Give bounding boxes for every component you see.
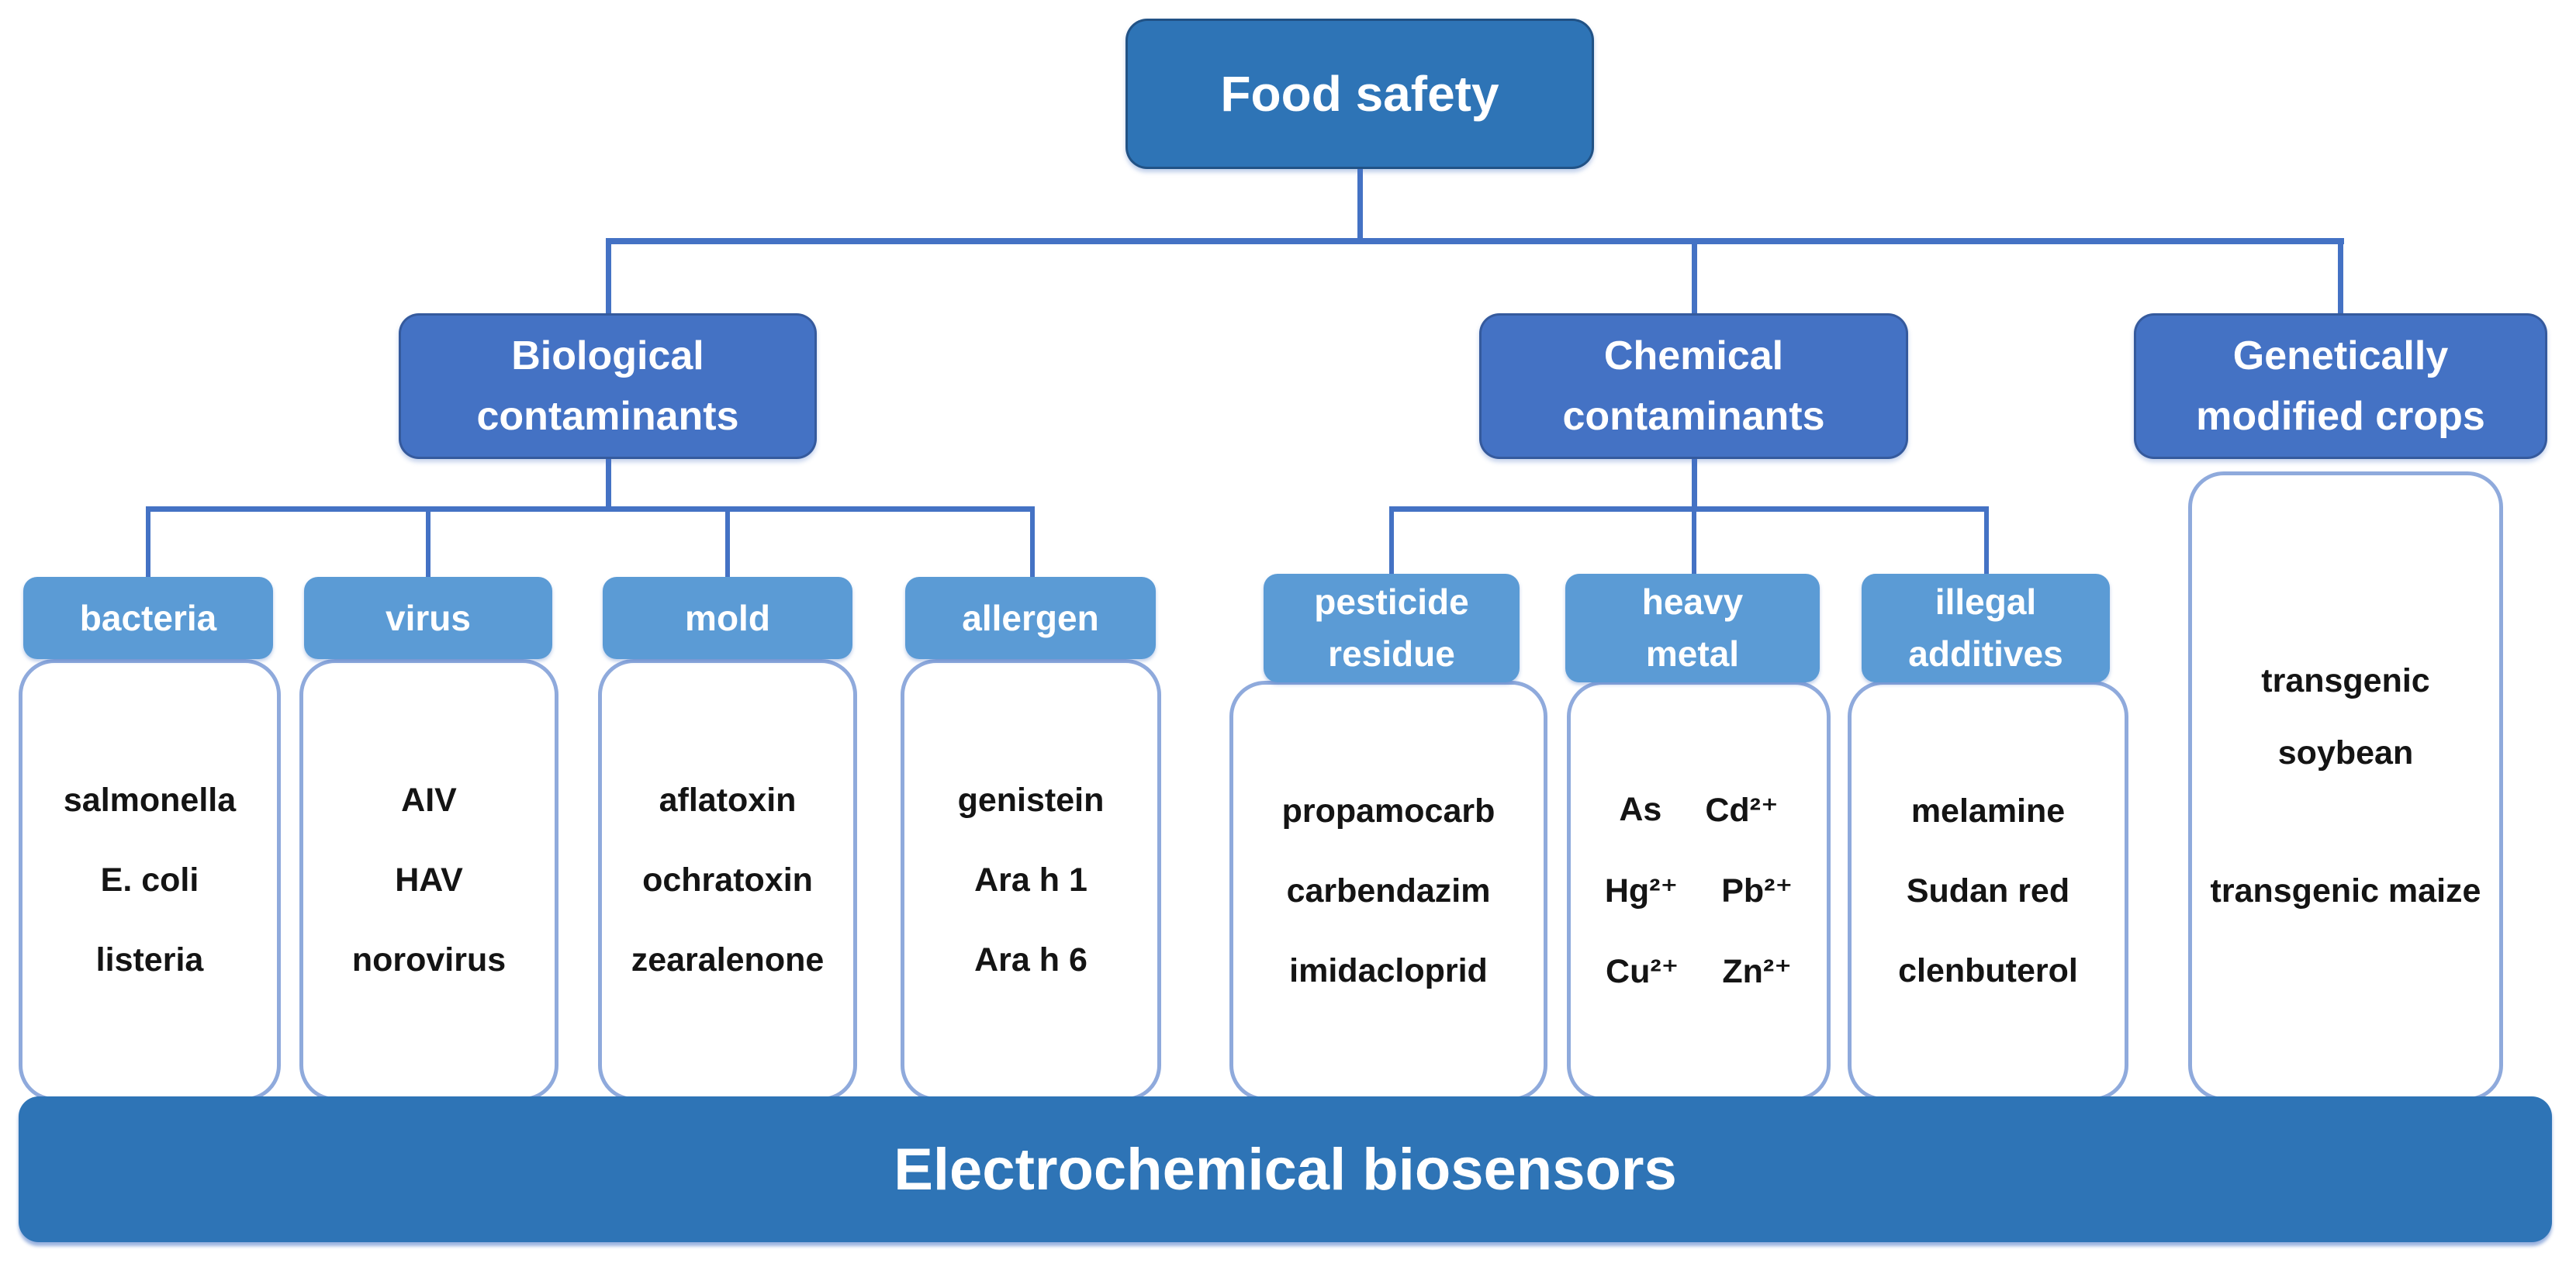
panel-gmo-crops: transgenic soybean transgenic maize (2188, 471, 2503, 1101)
ion: Cd²⁺ (1705, 792, 1779, 829)
connector-level1-horizontal (606, 238, 2344, 244)
connector-chem-stem (1692, 457, 1697, 510)
panel-pesticide-residue: propamocarb carbendazim imidacloprid (1229, 681, 1547, 1101)
list-item: carbendazim (1286, 872, 1491, 910)
header-label: bacteria (79, 597, 217, 638)
root-node-food-safety: Food safety (1125, 19, 1594, 169)
header-label: virus (386, 597, 471, 638)
header-mold: mold (603, 577, 852, 659)
list-item: E. coli (100, 861, 199, 899)
connector-chem-horizontal (1389, 506, 1989, 512)
header-label: pesticide residue (1314, 582, 1469, 674)
connector-drop-virus (426, 506, 430, 584)
connector-bio-stem (606, 457, 611, 510)
connector-drop-mold (725, 506, 730, 584)
ion: Hg²⁺ (1604, 872, 1679, 910)
branch-biological-contaminants: Biological contaminants (399, 313, 817, 459)
connector-drop-illegal (1984, 506, 1989, 578)
header-allergen: allergen (905, 577, 1156, 659)
list-item: imidacloprid (1289, 951, 1488, 989)
list-item: Ara h 1 (974, 861, 1087, 899)
connector-trunk (1357, 169, 1363, 243)
header-label: heavy metal (1641, 582, 1744, 674)
branch-label: Biological contaminants (476, 333, 739, 439)
list-item: listeria (95, 941, 204, 979)
list-item: zearalenone (631, 941, 825, 979)
header-illegal-additives: illegal additives (1862, 574, 2110, 682)
connector-drop-bacteria (146, 506, 150, 584)
header-bacteria: bacteria (23, 577, 273, 659)
list-item: transgenic maize (2210, 872, 2481, 910)
connector-drop-biological (606, 238, 611, 316)
list-item: norovirus (351, 941, 507, 979)
list-item: genistein (957, 781, 1105, 819)
connector-bio-horizontal (146, 506, 1035, 512)
list-item: ochratoxin (642, 861, 813, 899)
list-item: Cu²⁺ Zn²⁺ (1606, 952, 1792, 991)
list-item: salmonella (63, 781, 237, 819)
list-item: Sudan red (1906, 872, 2070, 910)
footer-label: Electrochemical biosensors (894, 1136, 1677, 1203)
branch-genetically-modified-crops: Genetically modified crops (2134, 313, 2547, 459)
panel-allergen: genistein Ara h 1 Ara h 6 (901, 659, 1161, 1101)
ion: Cu²⁺ (1606, 953, 1679, 990)
panel-virus: AIV HAV norovirus (299, 659, 558, 1101)
ion: As (1619, 791, 1662, 828)
list-item: melamine (1910, 792, 2066, 830)
branch-chemical-contaminants: Chemical contaminants (1479, 313, 1908, 459)
header-label: allergen (962, 597, 1099, 638)
list-item: propamocarb (1281, 792, 1495, 830)
list-item: Hg²⁺ Pb²⁺ (1605, 872, 1793, 910)
panel-heavy-metal: As Cd²⁺ Hg²⁺ Pb²⁺ Cu²⁺ Zn²⁺ (1567, 681, 1831, 1101)
connector-drop-heavy-metal (1692, 506, 1696, 578)
header-pesticide-residue: pesticide residue (1264, 574, 1520, 682)
header-label: mold (685, 597, 770, 638)
footer-electrochemical-biosensors: Electrochemical biosensors (19, 1096, 2552, 1242)
list-item: AIV (401, 781, 457, 819)
list-item: aflatoxin (659, 781, 797, 819)
list-item: clenbuterol (1898, 951, 2078, 989)
header-label: illegal additives (1908, 582, 2063, 674)
list-item: transgenic soybean (2261, 662, 2430, 772)
connector-drop-chemical (1692, 238, 1697, 316)
branch-label: Chemical contaminants (1562, 333, 1825, 439)
header-virus: virus (304, 577, 552, 659)
panel-bacteria: salmonella E. coli listeria (19, 659, 281, 1101)
list-item: As Cd²⁺ (1619, 791, 1778, 830)
connector-drop-gmo (2338, 238, 2343, 316)
list-item: HAV (395, 861, 463, 899)
connector-drop-allergen (1030, 506, 1035, 584)
panel-mold: aflatoxin ochratoxin zearalenone (598, 659, 857, 1101)
root-label: Food safety (1220, 66, 1499, 122)
connector-drop-pesticide (1389, 506, 1394, 578)
ion: Pb²⁺ (1721, 872, 1793, 910)
header-heavy-metal: heavy metal (1565, 574, 1820, 682)
branch-label: Genetically modified crops (2196, 333, 2485, 439)
panel-illegal-additives: melamine Sudan red clenbuterol (1848, 681, 2128, 1101)
ion: Zn²⁺ (1722, 953, 1792, 990)
list-item: Ara h 6 (974, 941, 1087, 979)
